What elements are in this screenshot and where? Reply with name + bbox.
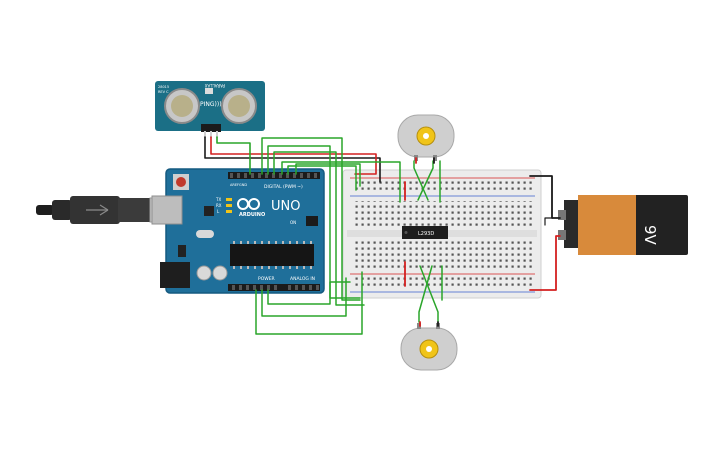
wire-battery-red	[529, 235, 561, 291]
sensor-code-label: 28015	[158, 85, 169, 89]
arduino-digital-label: DIGITAL (PWM ~)	[264, 184, 303, 190]
arduino-rx-label: RX	[216, 203, 222, 208]
arduino-power-label: POWER	[258, 276, 275, 282]
wire-motor-top-b	[417, 160, 434, 201]
wire-sensor-sig	[216, 136, 251, 175]
arduino-analog-label: ANALOG IN	[290, 276, 315, 282]
arduino-l-label: L	[217, 209, 220, 214]
sensor-brand-label: PARALLAX	[204, 83, 225, 88]
wire-d4	[281, 161, 401, 203]
wire-d6	[295, 163, 361, 187]
wire-power-a	[255, 271, 363, 335]
wire-sensor-vcc	[210, 136, 377, 175]
sensor-rev-label: REV C	[158, 90, 169, 94]
l293d-chip: L293D	[402, 226, 448, 239]
battery-9v: 9V	[558, 195, 688, 255]
arduino-on-label: ON	[290, 220, 296, 225]
dc-motor-top	[397, 114, 455, 161]
wire-d5	[287, 165, 357, 191]
chip-label: L293D	[418, 231, 434, 237]
wire-battery-black	[529, 175, 561, 219]
wire-power-b	[261, 277, 347, 317]
arduino-brand-label: ARDUINO	[239, 212, 265, 218]
arduino-aref-label: AREF	[230, 183, 239, 187]
arduino-gnd-label: GND	[239, 183, 247, 187]
ultrasonic-sensor: PARALLAX PING))) 28015 REV C	[155, 81, 265, 138]
sensor-model-label: PING)))	[200, 101, 222, 108]
wire-motor-bottom-a	[418, 265, 433, 323]
wire-power-c	[267, 281, 351, 305]
arduino-logo-icon	[237, 198, 260, 210]
wire-motor-bottom-b	[419, 265, 439, 323]
wire-battery-black-b	[544, 217, 554, 226]
wires	[204, 136, 561, 335]
arduino-model-label: UNO	[271, 199, 300, 214]
arduino-tx-label: TX	[215, 197, 221, 202]
battery-label: 9V	[641, 225, 659, 246]
dc-motor-bottom	[400, 323, 458, 371]
arduino-uno-board: ARDUINO UNO DIGITAL (PWM ~) POWER ANALOG…	[151, 168, 325, 294]
wire-sensor-gnd	[204, 136, 381, 183]
wire-d1	[261, 137, 361, 301]
wire-d2	[267, 145, 361, 299]
